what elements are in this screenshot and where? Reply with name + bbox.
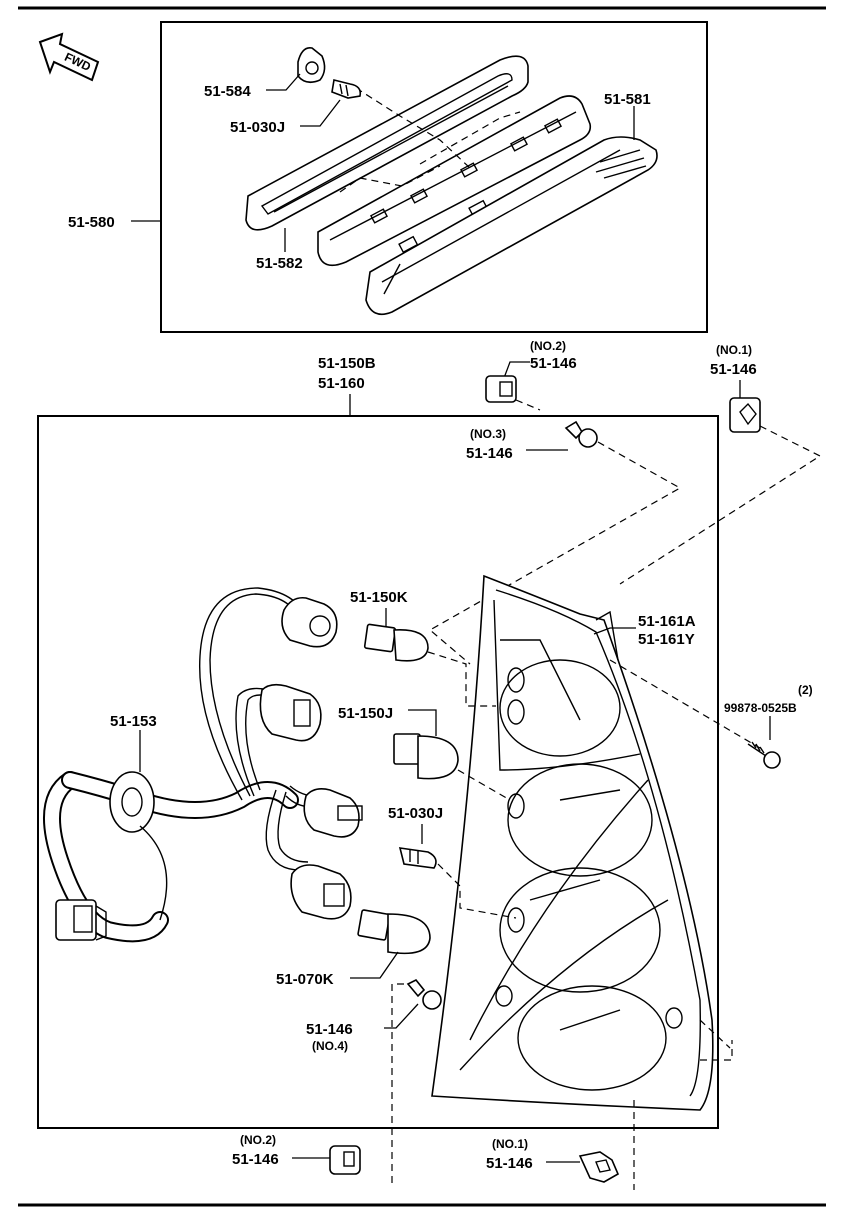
label-51-153: 51-153 [110, 713, 157, 730]
label-51-070K: 51-070K [276, 971, 334, 988]
bulb-51-150K [363, 623, 429, 662]
clip-no4 [406, 978, 442, 1010]
label-51-030J-lower: 51-030J [388, 805, 443, 822]
bulb-51-030J-upper [331, 79, 362, 99]
label-51-161Y: 51-161Y [638, 631, 695, 648]
wire-harness-51-153 [43, 587, 323, 943]
harness-socket-1 [281, 596, 338, 648]
clip-no1-bottom [578, 1151, 620, 1183]
clip-no1-bottom-code: 51-146 [486, 1155, 533, 1172]
clip-no2-bottom [329, 1145, 361, 1175]
tail-lamp-lens [431, 574, 714, 1111]
screw-part: 99878-0525B [724, 701, 797, 715]
clip-no3-code: 51-146 [466, 445, 513, 462]
screw-qty: (2) [798, 683, 813, 697]
clip-no2-top-tag: (NO.2) [530, 339, 566, 353]
label-51-150K: 51-150K [350, 589, 408, 606]
label-51-030J-upper: 51-030J [230, 119, 285, 136]
clip-no1-bottom-tag: (NO.1) [492, 1137, 528, 1151]
label-51-160: 51-160 [318, 375, 365, 392]
label-51-150J: 51-150J [338, 705, 393, 722]
bulb-51-030J-lower [398, 847, 437, 869]
label-51-584: 51-584 [204, 83, 251, 100]
clip-no4-tag: (NO.4) [312, 1039, 348, 1053]
label-51-581: 51-581 [604, 91, 651, 108]
lamp-cover-51-582 [245, 55, 529, 231]
bulb-51-150J [393, 733, 459, 780]
clip-no2-bottom-tag: (NO.2) [240, 1133, 276, 1147]
clip-no2-top-code: 51-146 [530, 355, 577, 372]
label-51-161A: 51-161A [638, 613, 696, 630]
clip-no1-top [729, 397, 761, 433]
harness-socket-4 [290, 864, 352, 920]
fwd-arrow-icon: FWD [38, 32, 100, 82]
clip-no1-top-code: 51-146 [710, 361, 757, 378]
harness-socket-3 [303, 788, 363, 838]
clip-no1-top-tag: (NO.1) [716, 343, 752, 357]
label-51-150B: 51-150B [318, 355, 376, 372]
label-51-580: 51-580 [68, 214, 115, 231]
clip-no3-tag: (NO.3) [470, 427, 506, 441]
clip-no4-code: 51-146 [306, 1021, 353, 1038]
socket-51-584 [297, 46, 326, 84]
clip-no2-top [485, 375, 517, 403]
rear-lamp-box [37, 415, 719, 1129]
harness-socket-2 [259, 683, 322, 742]
clip-no3 [564, 420, 598, 448]
bulb-51-070K [357, 909, 431, 955]
lamp-housing-51-581 [365, 136, 658, 316]
screw [747, 741, 781, 769]
clip-no2-bottom-code: 51-146 [232, 1151, 279, 1168]
label-51-582: 51-582 [256, 255, 303, 272]
high-mount-lamp-box [160, 21, 708, 333]
